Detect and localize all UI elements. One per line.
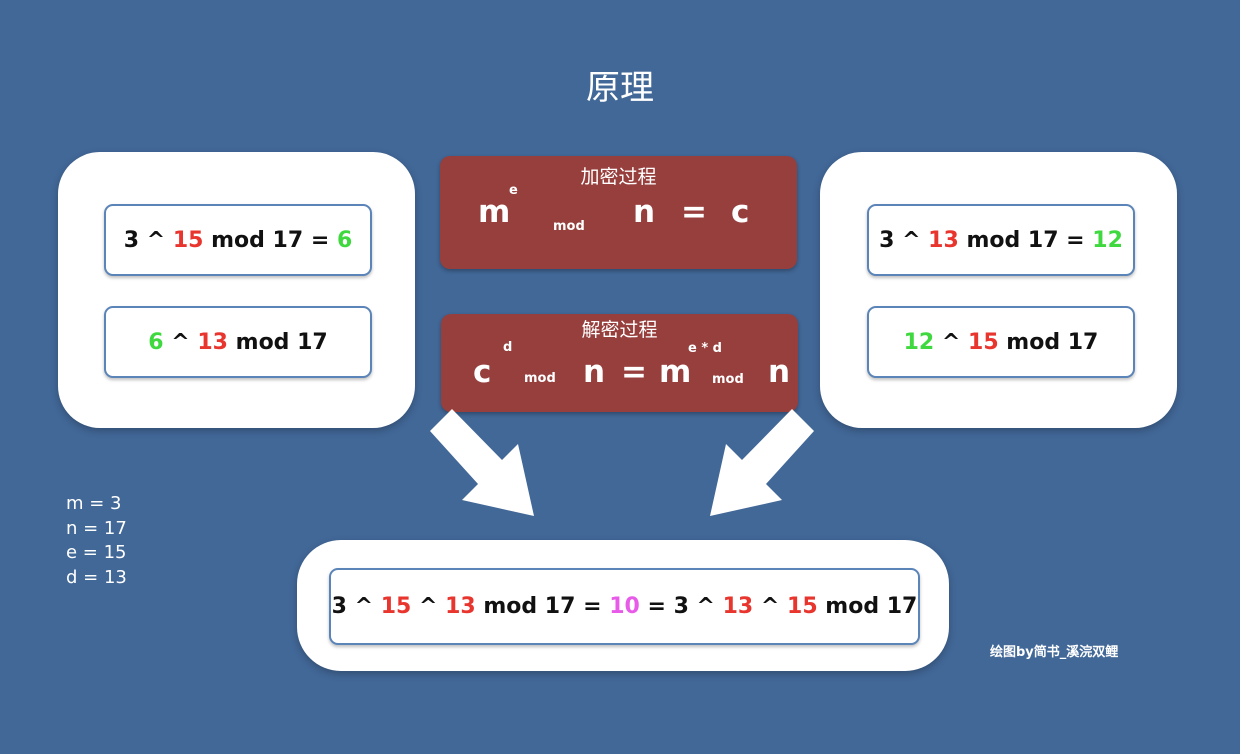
- bottom-p6: mod 17: [817, 594, 918, 619]
- bottom-p5: ^: [753, 594, 788, 619]
- left-eq1-base: 3: [123, 227, 140, 253]
- decrypt-m: m: [659, 354, 692, 390]
- left-arrow-icon: [430, 409, 534, 516]
- decryption-box: 解密过程 c d mod n = m e * d mod n: [441, 314, 798, 412]
- variable-d: d = 13: [66, 566, 127, 588]
- variable-e: e = 15: [66, 542, 127, 563]
- bottom-equation: 3 ^ 15 ^ 13 mod 17 = 10 = 3 ^ 13 ^ 15 mo…: [329, 568, 920, 645]
- decrypt-n-2: n: [768, 354, 791, 390]
- left-eq2-op: ^: [163, 329, 198, 355]
- right-eq2-exponent: 15: [968, 329, 999, 355]
- right-eq1-base: 3: [879, 227, 895, 253]
- right-panel: [820, 152, 1177, 428]
- left-eq2-base: 6: [148, 329, 164, 355]
- decrypt-mod-2: mod: [712, 372, 744, 387]
- encryption-box: 加密过程 m e mod n = c: [440, 156, 797, 269]
- bottom-e4: 15: [787, 594, 818, 619]
- variable-m: m = 3: [66, 493, 122, 514]
- right-eq1-result: 12: [1092, 227, 1123, 253]
- left-equation-1: 3 ^ 15 mod 17 = 6: [104, 204, 372, 276]
- right-eq1-op: ^: [894, 227, 929, 253]
- left-eq1-result: 6: [336, 227, 353, 253]
- bottom-p1: 3 ^: [331, 594, 381, 619]
- decryption-title: 解密过程: [581, 319, 658, 341]
- decrypt-mod-1: mod: [524, 371, 556, 386]
- encrypt-equals: =: [681, 194, 707, 230]
- left-eq1-exponent: 15: [172, 227, 204, 253]
- left-panel: [58, 152, 415, 428]
- bottom-result: 10: [609, 594, 640, 619]
- credit-text: 绘图by简书_溪浣双鲤: [990, 645, 1119, 660]
- encrypt-n: n: [633, 194, 656, 230]
- right-equation-1: 3 ^ 13 mod 17 = 12: [867, 204, 1135, 276]
- decrypt-ed: e * d: [688, 341, 722, 356]
- encrypt-mod: mod: [553, 219, 585, 234]
- left-equation-2: 6 ^ 13 mod 17: [104, 306, 372, 378]
- page-title: 原理: [586, 68, 654, 108]
- left-eq1-op: ^: [139, 227, 173, 253]
- decrypt-n-1: n: [583, 354, 606, 390]
- bottom-e1: 15: [380, 594, 412, 619]
- right-eq2-rest: mod 17: [998, 329, 1099, 355]
- bottom-p2: ^: [411, 594, 446, 619]
- right-eq1-rest: mod 17 =: [958, 227, 1093, 253]
- decrypt-equals: =: [621, 354, 647, 390]
- right-eq2-op: ^: [934, 329, 969, 355]
- right-eq2-base: 12: [903, 329, 935, 355]
- left-eq1-rest: mod 17 =: [203, 227, 337, 253]
- variable-n: n = 17: [66, 517, 127, 539]
- bottom-p4: = 3 ^: [639, 594, 723, 619]
- left-eq2-rest: mod 17: [227, 329, 328, 355]
- right-eq1-exponent: 13: [928, 227, 959, 253]
- bottom-p3: mod 17 =: [475, 594, 610, 619]
- decrypt-d: d: [503, 340, 513, 355]
- encrypt-c: c: [731, 194, 750, 230]
- encrypt-e: e: [509, 183, 518, 198]
- left-eq2-exponent: 13: [197, 329, 228, 355]
- encrypt-m: m: [478, 194, 511, 230]
- bottom-e3: 13: [722, 594, 754, 619]
- bottom-e2: 13: [445, 594, 476, 619]
- right-arrow-icon: [710, 409, 814, 516]
- right-equation-2: 12 ^ 15 mod 17: [867, 306, 1135, 378]
- decrypt-c: c: [473, 354, 492, 390]
- encryption-title: 加密过程: [580, 166, 657, 188]
- variables-list: m = 3 n = 17 e = 15 d = 13: [66, 492, 127, 590]
